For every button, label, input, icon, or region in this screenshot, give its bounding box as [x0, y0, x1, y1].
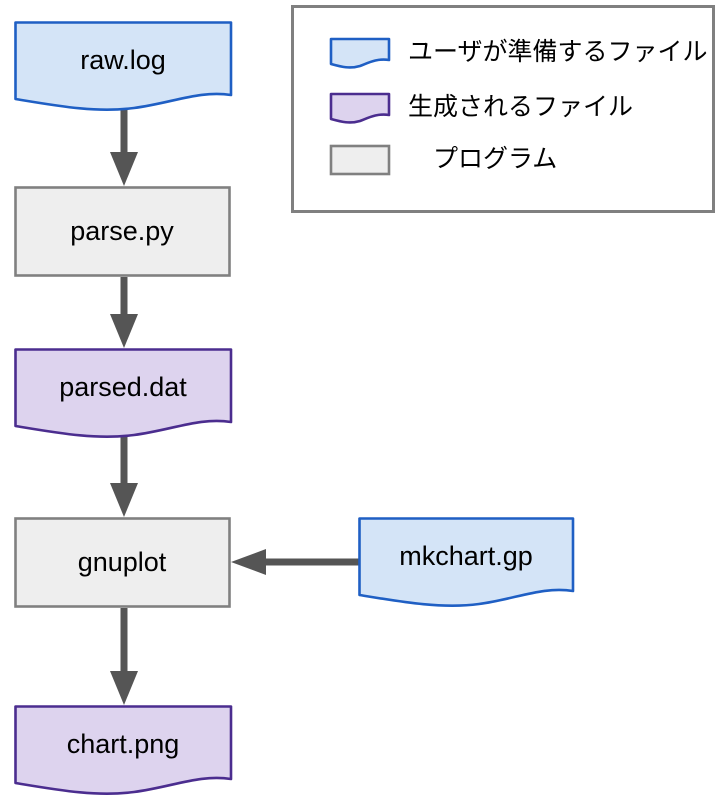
legend-swatch-user-file	[329, 37, 391, 69]
legend-label-user-file: ユーザが準備するファイル	[408, 38, 708, 66]
node-parsed-dat-shape[interactable]	[14, 348, 233, 438]
node-chart-png-shape[interactable]	[14, 705, 233, 795]
legend-label-generated-file: 生成されるファイル	[408, 93, 634, 121]
legend-label-program: プログラム	[408, 145, 558, 173]
edge-raw-log-to-parse-py	[110, 108, 138, 186]
edge-gnuplot-to-chart-png	[110, 608, 138, 705]
edge-mkchart-gp-to-gnuplot	[231, 549, 360, 575]
edge-parse-py-to-parsed-dat	[110, 277, 138, 348]
legend-swatch-program	[329, 144, 391, 176]
node-mkchart-gp-shape[interactable]	[358, 517, 575, 607]
legend-swatch-generated-file	[329, 92, 391, 124]
node-raw-log-shape[interactable]	[14, 21, 233, 111]
node-parse-py-shape[interactable]	[14, 186, 231, 277]
node-gnuplot-shape[interactable]	[14, 517, 231, 608]
edge-parsed-dat-to-gnuplot	[110, 430, 138, 517]
